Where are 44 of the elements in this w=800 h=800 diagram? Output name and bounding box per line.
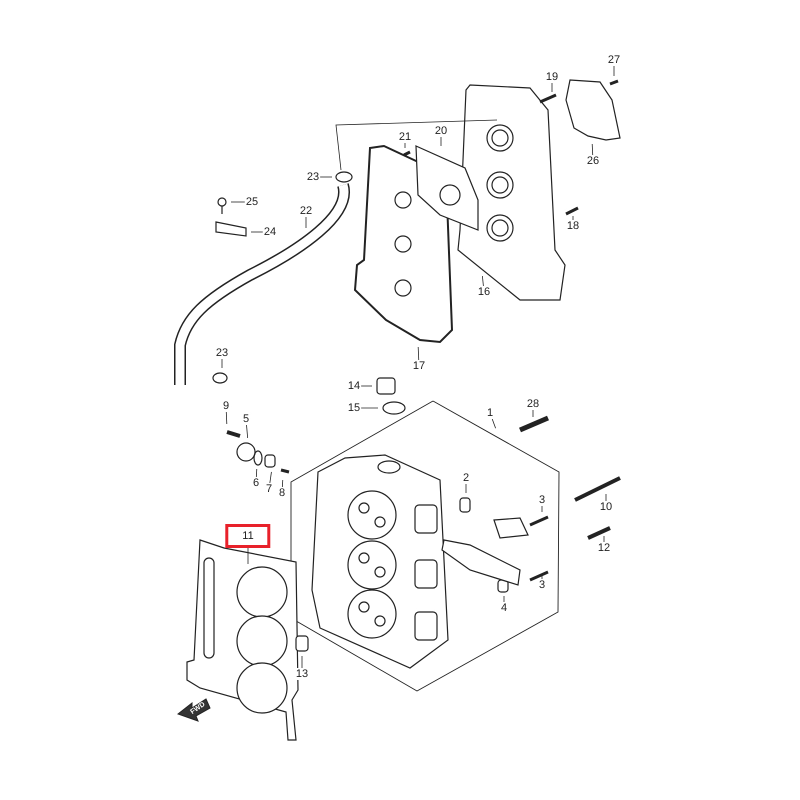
leader-line (226, 412, 228, 424)
leader-line (592, 144, 594, 156)
callout-number: 19 (544, 71, 560, 83)
callout-number: 12 (596, 542, 612, 554)
callout-number: 3 (538, 579, 546, 591)
callout-number: 3 (538, 494, 546, 506)
callout-number: 8 (278, 487, 286, 499)
callout-number: 11 (225, 524, 271, 548)
leader-line (404, 142, 406, 148)
callout-number: 28 (526, 398, 540, 410)
callout-number: 26 (586, 155, 600, 167)
leader-line (246, 424, 248, 438)
leader-line (492, 418, 496, 429)
callout-number: 20 (434, 125, 448, 137)
leader-line (572, 216, 574, 220)
callout-number: 13 (294, 668, 310, 680)
callout-number: 23 (214, 347, 230, 359)
leader-line (256, 468, 258, 478)
callout-number: 24 (262, 226, 278, 238)
leader-line (282, 480, 284, 488)
callout-number: 4 (500, 602, 508, 614)
callout-number: 16 (476, 286, 492, 298)
leader-line (440, 136, 442, 146)
leader-line (320, 176, 332, 178)
callout-number: 10 (598, 501, 614, 513)
callout-number: 15 (346, 402, 362, 414)
leader-line (418, 346, 420, 360)
callout-number: 1 (486, 407, 494, 419)
leader-line (269, 472, 272, 484)
callout-number: 25 (244, 196, 260, 208)
callout-number: 21 (398, 131, 412, 143)
callout-number: 9 (222, 400, 230, 412)
leader-line (532, 410, 534, 418)
callout-number: 2 (462, 472, 470, 484)
callout-number: 23 (306, 171, 320, 183)
callout-number: 18 (566, 220, 580, 232)
callout-number: 5 (242, 413, 250, 425)
callout-number: 27 (606, 54, 622, 66)
callout-number: 6 (252, 477, 260, 489)
callout-number: 14 (346, 380, 362, 392)
callout-number: 17 (412, 360, 426, 372)
leader-line (482, 276, 484, 286)
callout-number: 22 (298, 205, 314, 217)
callout-number: 7 (264, 483, 274, 495)
